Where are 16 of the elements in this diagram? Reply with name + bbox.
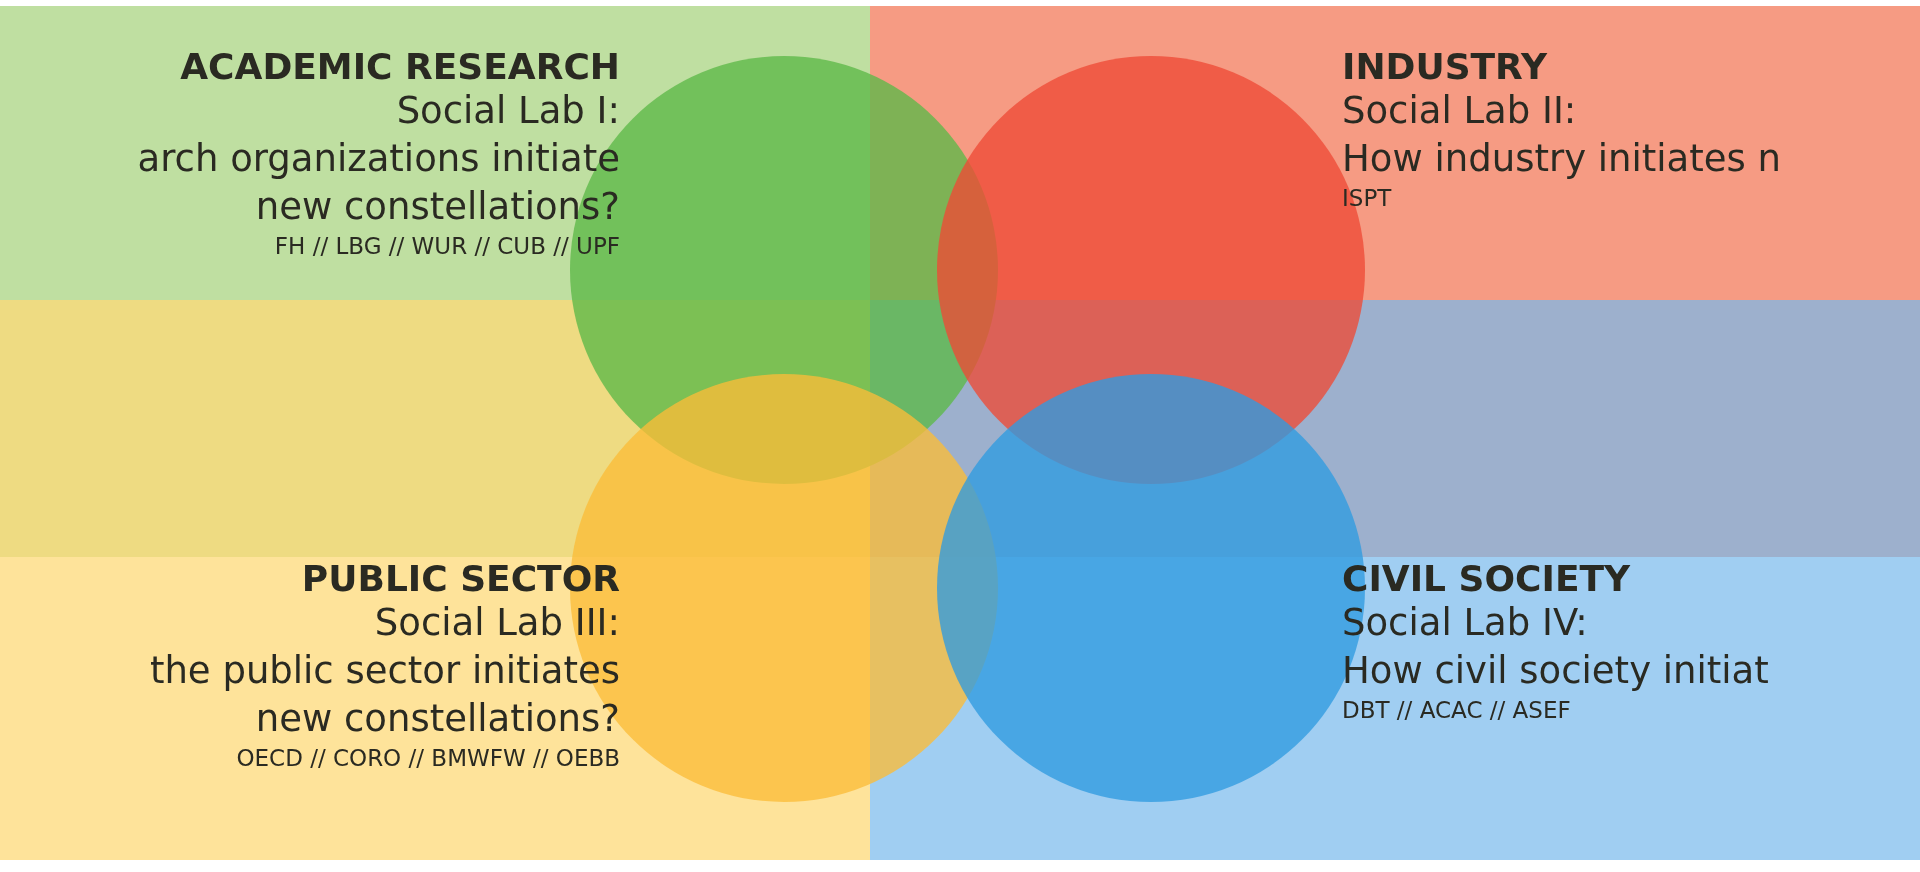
partner-list: DBT // ACAC // ASEF: [1342, 697, 1571, 723]
sector-heading: ACADEMIC RESEARCH: [180, 46, 620, 87]
lab-question: How industry initiates n: [1342, 136, 1782, 182]
partner-list: FH // LBG // WUR // CUB // UPF: [274, 233, 620, 259]
lab-title: Social Lab III:: [374, 600, 620, 646]
sector-heading: PUBLIC SECTOR: [301, 558, 620, 599]
sector-heading: INDUSTRY: [1342, 46, 1547, 87]
sector-heading: CIVIL SOCIETY: [1342, 558, 1631, 599]
lab-title: Social Lab IV:: [1342, 600, 1588, 646]
lab-question: arch organizations initiate new constellations?: [136, 136, 620, 230]
lab-question: How civil society initiat: [1342, 648, 1769, 694]
partner-list: ISPT: [1342, 185, 1392, 211]
lab-question: the public sector initiates new constellations?: [148, 648, 620, 742]
lab-title: Social Lab II:: [1342, 88, 1577, 134]
partner-list: OECD // CORO // BMWFW // OEBB: [236, 745, 620, 771]
lab-title: Social Lab I:: [396, 88, 620, 134]
